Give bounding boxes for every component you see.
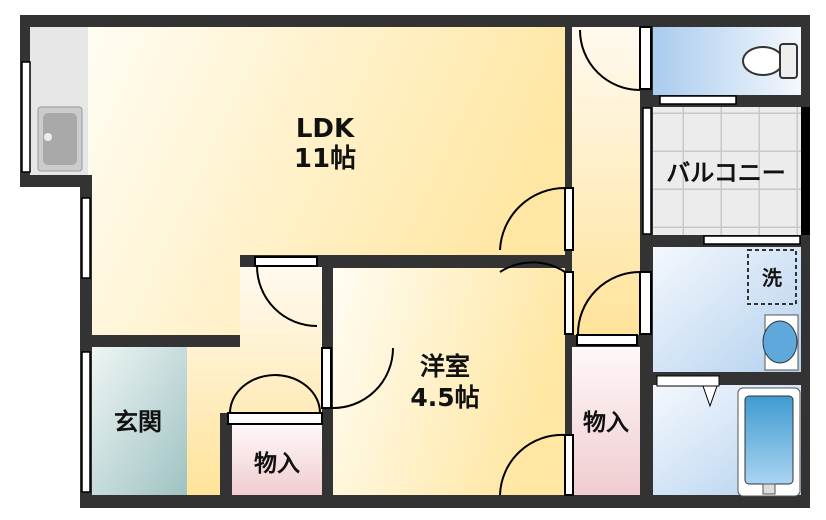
balcony-rail (801, 107, 810, 235)
closet-left-label: 物入 (254, 450, 300, 477)
toilet-icon (742, 46, 784, 76)
faucet (762, 483, 776, 495)
closet-right (572, 347, 640, 495)
western-size: 4.5帖 (410, 383, 479, 412)
room-balcony (653, 107, 801, 235)
corridor (572, 27, 640, 335)
closet-right-label: 物入 (583, 409, 629, 436)
room-western (333, 268, 565, 495)
room-entrance (92, 347, 187, 495)
sink-bowl (43, 113, 77, 165)
windows (21, 61, 801, 493)
bath-door-marker (702, 385, 718, 408)
toilet-tank (779, 43, 798, 79)
room-ldk (88, 27, 565, 335)
entrance-label: 玄関 (114, 408, 162, 436)
ldk-size: 11帖 (294, 144, 356, 174)
bathtub-water (744, 395, 794, 485)
balcony-label: バルコニー (666, 159, 786, 187)
washer-label: 洗 (762, 266, 782, 290)
bath-door (656, 375, 720, 387)
sink-drain (44, 133, 52, 141)
ldk-label: LDK (296, 114, 355, 144)
washer-space (747, 249, 797, 305)
doors (227, 26, 652, 496)
western-label: 洋室 (420, 352, 470, 381)
hallway (187, 267, 322, 495)
closet-left (232, 425, 322, 495)
washbasin-bowl (762, 320, 798, 364)
